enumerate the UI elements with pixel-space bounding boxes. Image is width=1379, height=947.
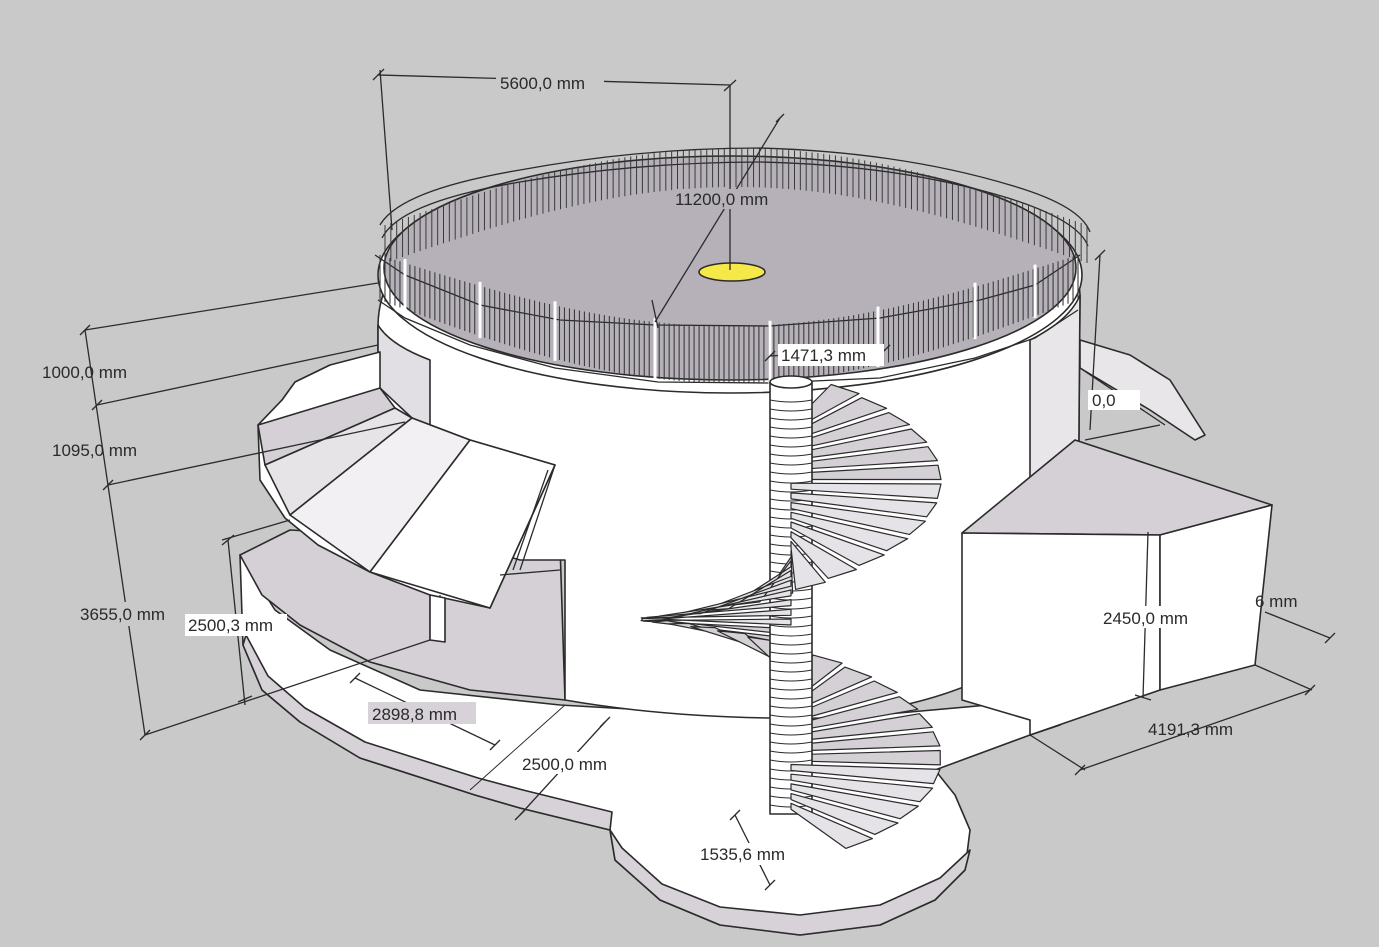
dim-top-radius: 5600,0 mm <box>500 74 585 93</box>
dim-total-height: 3655,0 mm <box>80 605 165 624</box>
dim-canopy-depth: 2898,8 mm <box>372 705 457 724</box>
annex-building <box>961 439 1273 736</box>
guard-railing <box>374 147 1091 384</box>
dim-annex-height: 2450,0 mm <box>1103 609 1188 628</box>
dim-annex-partial: 6 mm <box>1255 592 1298 611</box>
roof-hatch <box>698 262 766 282</box>
dim-annex-length: 4191,3 mm <box>1148 720 1233 739</box>
dim-cylinder-upper: 1095,0 mm <box>52 441 137 460</box>
spiral-staircase <box>640 375 942 849</box>
dimension-labels: 5600,0 mm 11200,0 mm 1000,0 mm 1095,0 mm… <box>42 72 1298 865</box>
dim-deck-width: 2500,0 mm <box>522 755 607 774</box>
dim-rail-height: 1000,0 mm <box>42 363 127 382</box>
dim-top-diameter: 11200,0 mm <box>675 190 768 209</box>
dim-canopy-height: 2500,3 mm <box>188 616 273 635</box>
dim-stair-radius: 1535,6 mm <box>700 845 785 864</box>
dim-rear-partial: 0,0 <box>1092 391 1116 410</box>
dim-column-offset: 1471,3 mm <box>781 346 866 365</box>
